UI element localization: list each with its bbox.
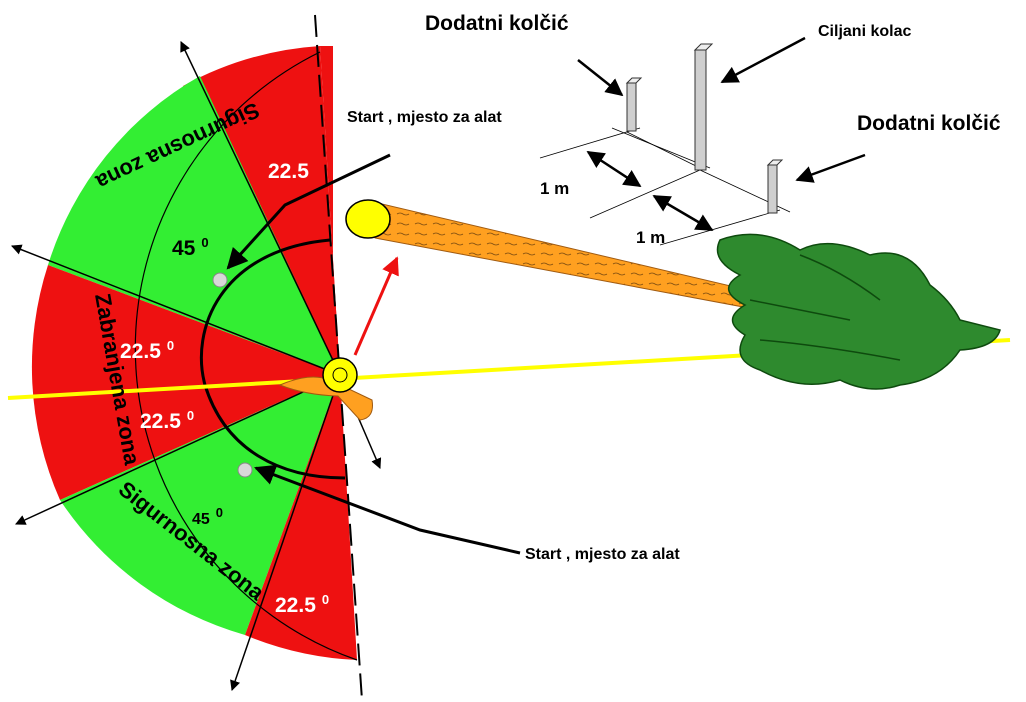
start-callout-top-line — [226, 153, 391, 270]
zones-outline — [134, 51, 358, 661]
radial-arrow-left-down — [15, 374, 341, 525]
label-dodatni-right: Dodatni kolčić — [857, 112, 1001, 135]
radial-arrow-left-up — [11, 244, 341, 376]
callout-arrow-dodatni-top — [577, 59, 624, 97]
green-sector-top — [48, 76, 340, 375]
label-distance-1: 1 m — [540, 179, 569, 198]
tree-stump — [278, 357, 373, 421]
start-callout-bottom-line — [254, 464, 521, 555]
extra-stake-left — [625, 77, 643, 132]
green-sector-bottom — [60, 375, 340, 635]
label-start-top: Start , mjesto za alat — [347, 109, 502, 126]
tree-crown — [716, 233, 1001, 390]
stake-grid — [539, 60, 791, 246]
tool-spot-bottom — [237, 462, 253, 478]
radial-arrow-up — [180, 41, 341, 376]
extra-stake-right — [766, 159, 784, 214]
red-sector-bottom — [245, 375, 357, 660]
radial-arrow-down — [230, 374, 341, 691]
label-start-bottom: Start , mjesto za alat — [525, 546, 680, 563]
callout-arrow-dodatni-right — [795, 153, 866, 183]
angle-top-red: 22.5 — [268, 160, 309, 183]
distance-arrow-2 — [652, 194, 714, 232]
label-dodatni-top: Dodatni kolčić — [425, 12, 569, 35]
callout-arrow-ciljani — [720, 36, 806, 84]
label-ciljani: Ciljani kolac — [818, 23, 911, 40]
label-distance-2: 1 m — [636, 228, 665, 247]
tool-spot-top — [212, 272, 228, 288]
red-sector-middle — [31, 265, 340, 500]
fall-direction-arrow — [353, 256, 399, 356]
distance-arrow-1 — [586, 150, 642, 188]
target-stake — [693, 43, 714, 171]
